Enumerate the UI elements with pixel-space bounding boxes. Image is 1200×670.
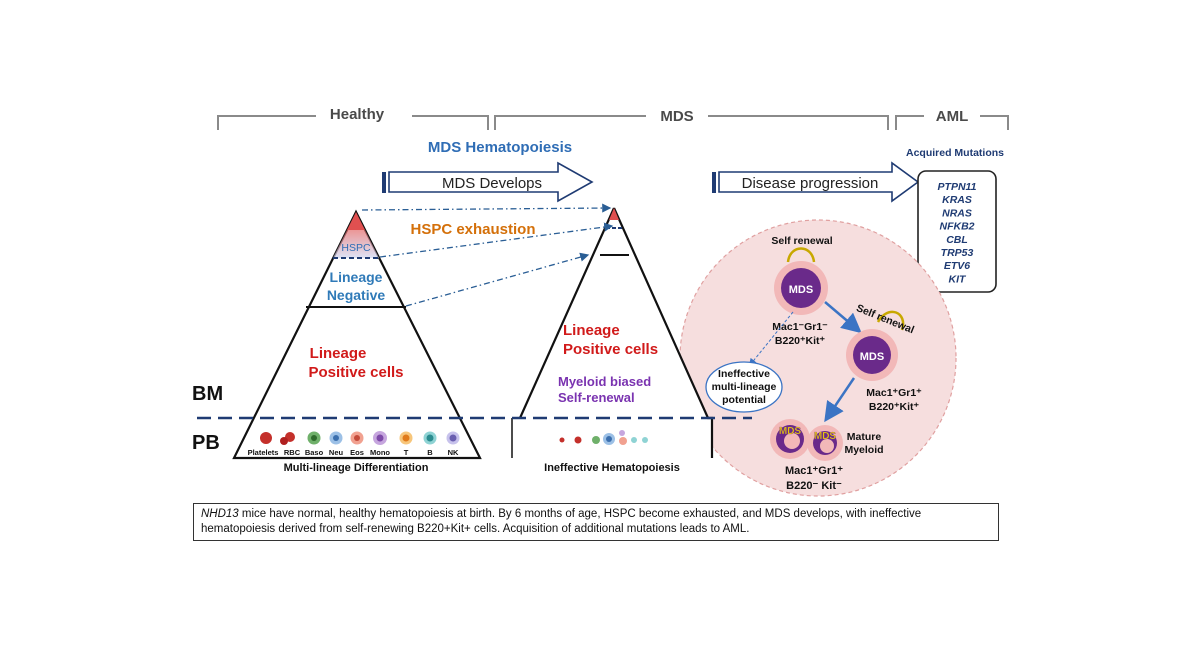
mds-hematopoiesis-title: MDS Hematopoiesis bbox=[428, 139, 572, 156]
pb-label: PB bbox=[192, 432, 220, 454]
mds-lineage-positive-line2: Positive cells bbox=[563, 341, 658, 358]
pb-cell-label: T bbox=[404, 448, 409, 457]
cell3-marker-line1: Mac1⁺Gr1⁺ bbox=[785, 465, 843, 477]
bm-label: BM bbox=[192, 383, 223, 405]
mutation-item: TRP53 bbox=[941, 247, 974, 259]
caption-italic: NHD13 bbox=[201, 508, 239, 520]
pb-cell-label: Neu bbox=[329, 448, 344, 457]
mature-line2: Myeloid bbox=[844, 444, 883, 456]
ineffective-line3: potential bbox=[722, 394, 766, 406]
pb-cell-label: Eos bbox=[350, 448, 364, 457]
caption-text: mice have normal, healthy hematopoiesis … bbox=[201, 508, 922, 535]
mutation-item: KIT bbox=[949, 273, 968, 285]
mutations-box bbox=[917, 170, 997, 293]
lineage-negative-line2: Negative bbox=[327, 287, 386, 303]
mds-lineage-positive-line1: Lineage bbox=[563, 322, 620, 339]
stage-brackets bbox=[217, 115, 1009, 130]
mutation-item: PTPN11 bbox=[938, 181, 977, 193]
mds-develops-label: MDS Develops bbox=[442, 175, 542, 192]
pb-cell-label: B bbox=[427, 448, 433, 457]
mutation-item: ETV6 bbox=[944, 260, 970, 272]
mds-pb-cells bbox=[559, 430, 648, 445]
pb-cell-icons bbox=[260, 431, 460, 445]
figure-caption: NHD13 mice have normal, healthy hematopo… bbox=[193, 503, 999, 541]
mutation-item: KRAS bbox=[942, 194, 972, 206]
ineffective-line2: multi-lineage bbox=[712, 381, 777, 393]
mutation-item: CBL bbox=[946, 234, 968, 246]
mds-cell-2-label: MDS bbox=[860, 351, 884, 363]
stage-aml: AML bbox=[936, 108, 969, 125]
ineffective-line1: Ineffective bbox=[718, 368, 770, 380]
healthy-lineage-positive-line2: Positive cells bbox=[308, 364, 403, 381]
mature-line1: Mature bbox=[847, 431, 882, 443]
disease-progression-arrow: Disease progression bbox=[712, 161, 920, 203]
lineage-negative-line1: Lineage bbox=[330, 269, 383, 285]
mds-footer: Ineffective Hematopoiesis bbox=[544, 462, 680, 474]
hspc-label: HSPC bbox=[341, 242, 371, 254]
cell1-marker-line2: B220⁺Kit⁺ bbox=[775, 335, 826, 347]
cell2-marker-line2: B220⁺Kit⁺ bbox=[869, 401, 920, 413]
myeloid-biased-line1: Myeloid biased bbox=[558, 374, 651, 389]
stage-mds: MDS bbox=[660, 108, 693, 125]
pb-cell-label: Platelets bbox=[248, 448, 279, 457]
mds-cell-1-label: MDS bbox=[789, 284, 813, 296]
cell1-marker-line1: Mac1⁻Gr1⁻ bbox=[772, 321, 828, 333]
mature-cell-2-label: MDS bbox=[814, 431, 837, 442]
cell3-marker-line2: B220⁻ Kit⁻ bbox=[786, 480, 842, 492]
pb-cell-label: NK bbox=[448, 448, 459, 457]
healthy-footer: Multi-lineage Differentiation bbox=[284, 462, 429, 474]
mds-cell-panel bbox=[679, 219, 957, 497]
pb-cell-label: RBC bbox=[284, 448, 301, 457]
cell2-marker-line1: Mac1⁺Gr1⁺ bbox=[866, 387, 922, 399]
healthy-lineage-positive-line1: Lineage bbox=[310, 345, 367, 362]
mature-cell-1-label: MDS bbox=[779, 426, 802, 437]
mutation-item: NRAS bbox=[942, 207, 972, 219]
mds-develops-arrow: MDS Develops bbox=[382, 161, 594, 203]
pb-cell-labels: Platelets RBC Baso Neu Eos Mono T B NK bbox=[248, 448, 459, 457]
pb-cell-label: Baso bbox=[305, 448, 324, 457]
transition-arrows bbox=[361, 203, 614, 307]
disease-progression-label: Disease progression bbox=[742, 175, 879, 192]
myeloid-biased-line2: Self-renewal bbox=[558, 390, 635, 405]
stage-healthy: Healthy bbox=[330, 106, 385, 123]
healthy-pyramid: HSPC Lineage Negative Lineage Positive c… bbox=[232, 209, 482, 460]
mutation-item: NFKB2 bbox=[939, 221, 974, 233]
self-renewal-label-1: Self renewal bbox=[771, 235, 832, 247]
cell-panel-contents: Self renewal MDS Mac1⁻Gr1⁻ B220⁺Kit⁺ Sel… bbox=[705, 235, 922, 492]
pb-cell-label: Mono bbox=[370, 448, 390, 457]
acquired-mutations-title: Acquired Mutations bbox=[906, 147, 1004, 159]
hspc-exhaustion-label: HSPC exhaustion bbox=[410, 221, 535, 238]
